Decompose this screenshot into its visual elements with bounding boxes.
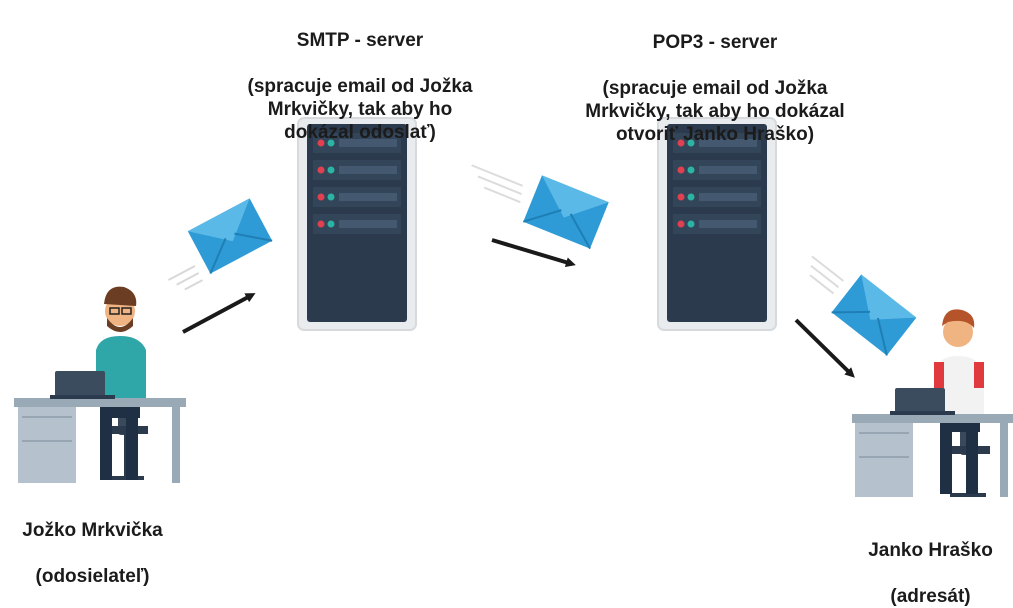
pop3-server-description: (spracuje email od Jožka Mrkvičky, tak a…: [585, 78, 845, 145]
pop3-server-label: POP3 - server (spracuje email od Jožka M…: [565, 8, 865, 146]
sender-role: (odosielateľ): [35, 566, 150, 587]
pop3-server-title: POP3 - server: [652, 32, 778, 53]
pop3-server-icon: [657, 117, 777, 331]
recipient-person-icon: [852, 309, 1013, 497]
envelope-icon-1: [168, 198, 273, 291]
recipient-label: Janko Hraško (adresát): [848, 516, 1013, 608]
smtp-server-label: SMTP - server (spracuje email od Jožka M…: [210, 6, 510, 144]
recipient-role: (adresát): [890, 586, 971, 607]
arrow-smtp-to-pop3: [491, 238, 576, 268]
recipient-name: Janko Hraško: [868, 540, 993, 561]
envelope-icon-2: [471, 164, 609, 250]
smtp-server-description: (spracuje email od Jožka Mrkvičky, tak a…: [247, 76, 473, 143]
sender-label: Jožko Mrkvička (odosielateľ): [0, 496, 185, 588]
sender-name: Jožko Mrkvička: [22, 520, 163, 541]
email-flow-diagram: [14, 117, 1013, 497]
sender-person-icon: [14, 286, 186, 483]
arrow-sender-to-smtp: [182, 293, 256, 334]
arrow-pop3-to-recipient: [794, 318, 855, 378]
smtp-server-title: SMTP - server: [296, 30, 424, 51]
smtp-server-icon: [297, 117, 417, 331]
envelope-icon-3: [809, 255, 917, 356]
